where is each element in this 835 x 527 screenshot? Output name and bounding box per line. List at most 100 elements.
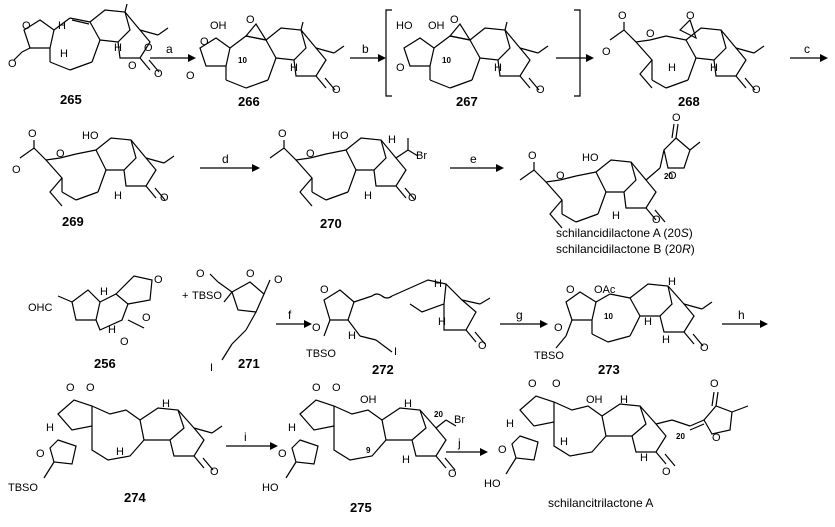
atom-ho: HO — [396, 20, 413, 32]
atom-o: O — [552, 378, 561, 390]
atom-h: H — [100, 286, 108, 298]
compound-272-label: 272 — [372, 362, 394, 377]
structure-schilancitrilactone — [505, 391, 749, 475]
atom-h: H — [402, 454, 410, 466]
structure-271 — [209, 273, 271, 361]
locant-10: 10 — [238, 56, 247, 65]
locant-20: 20 — [434, 410, 443, 419]
plus-sign: + — [182, 290, 189, 302]
step-f: f — [288, 308, 292, 322]
atom-h: H — [644, 316, 652, 328]
atom-i: I — [394, 346, 398, 358]
structure-267 — [385, 9, 581, 97]
atom-h: H — [668, 62, 676, 74]
atom-h: H — [612, 210, 620, 222]
atom-o: O — [200, 36, 209, 48]
atom-h: H — [290, 62, 298, 74]
atom-h: H — [364, 190, 372, 202]
atom-o: O — [602, 46, 611, 58]
atom-o: O — [306, 148, 315, 160]
compound-270-label: 270 — [320, 216, 342, 231]
atom-o: O — [196, 268, 205, 280]
atom-h: H — [640, 452, 648, 464]
atom-o: O — [128, 60, 137, 72]
atom-ho: HO — [484, 478, 501, 490]
atom-o: O — [712, 432, 721, 444]
atom-h: H — [60, 48, 68, 60]
product-name-schilancitrilactone-a: schilancitrilactone A — [548, 496, 654, 510]
atom-h: H — [348, 330, 356, 342]
atom-o: O — [36, 448, 45, 460]
atom-i: I — [210, 362, 214, 374]
compound-274-label: 274 — [124, 490, 146, 505]
atom-o: O — [332, 84, 341, 96]
atom-o: O — [120, 336, 129, 348]
atom-h: H — [114, 190, 122, 202]
step-e: e — [470, 152, 477, 166]
atom-o: O — [154, 274, 163, 286]
atom-o: O — [246, 14, 255, 26]
atom-tbso: TBSO — [8, 482, 38, 494]
atom-o: O — [566, 284, 575, 296]
atom-o: O — [668, 170, 677, 182]
atom-br: Br — [416, 150, 427, 162]
atom-h: H — [494, 62, 502, 74]
atom-h: H — [668, 276, 676, 288]
compound-265-label: 265 — [60, 92, 82, 107]
atom-h: H — [438, 316, 446, 328]
atom-ho: HO — [262, 482, 279, 494]
atom-ho: HO — [582, 152, 599, 164]
atom-o: O — [448, 468, 457, 480]
atom-o: O — [686, 10, 695, 22]
step-g: g — [516, 308, 523, 322]
atom-o: O — [312, 382, 321, 394]
atom-o: O — [478, 340, 487, 352]
locant-20: 20 — [664, 172, 673, 181]
product-name-schilancidilactone-b: schilancidilactone B (20R) — [556, 242, 695, 256]
atom-h: H — [114, 42, 122, 54]
atom-h: H — [388, 134, 396, 146]
atom-o: O — [8, 58, 17, 70]
atom-o: O — [56, 148, 65, 160]
atom-o: O — [332, 382, 341, 394]
atom-tbso: TBSO — [306, 348, 336, 360]
atom-o: O — [86, 382, 95, 394]
compound-273-label: 273 — [598, 362, 620, 377]
locant-9: 9 — [366, 446, 371, 455]
atom-h: H — [404, 398, 412, 410]
atom-o: O — [710, 378, 719, 390]
step-c: c — [804, 42, 810, 56]
atom-o: O — [312, 322, 321, 334]
atom-oh: OH — [586, 394, 603, 406]
compound-275-label: 275 — [350, 500, 372, 515]
compound-269-label: 269 — [62, 214, 84, 229]
atom-o: O — [12, 164, 21, 176]
compound-266-label: 266 — [238, 94, 260, 109]
atom-o: O — [22, 20, 31, 32]
reaction-arrows — [150, 54, 828, 456]
atom-o: O — [752, 84, 761, 96]
atom-ohc: OHC — [28, 302, 53, 314]
atom-o: O — [646, 28, 655, 40]
structure-266 — [199, 21, 345, 91]
structure-265 — [13, 3, 169, 73]
atom-o: O — [554, 322, 563, 334]
atom-o: O — [536, 84, 545, 96]
atom-o: O — [28, 128, 37, 140]
atom-o: O — [450, 14, 459, 26]
step-a: a — [166, 42, 173, 56]
atom-o: O — [662, 466, 671, 478]
atom-o: O — [66, 382, 75, 394]
locant-10: 10 — [604, 312, 613, 321]
structure-272 — [323, 279, 491, 353]
structure-274 — [43, 399, 223, 479]
atom-o: O — [498, 444, 507, 456]
atom-tbso: TBSO — [192, 290, 222, 302]
atom-o: O — [528, 378, 537, 390]
structure-256 — [57, 275, 153, 331]
atom-o: O — [246, 268, 255, 280]
atom-o: O — [186, 70, 195, 82]
atom-o: O — [618, 10, 627, 22]
